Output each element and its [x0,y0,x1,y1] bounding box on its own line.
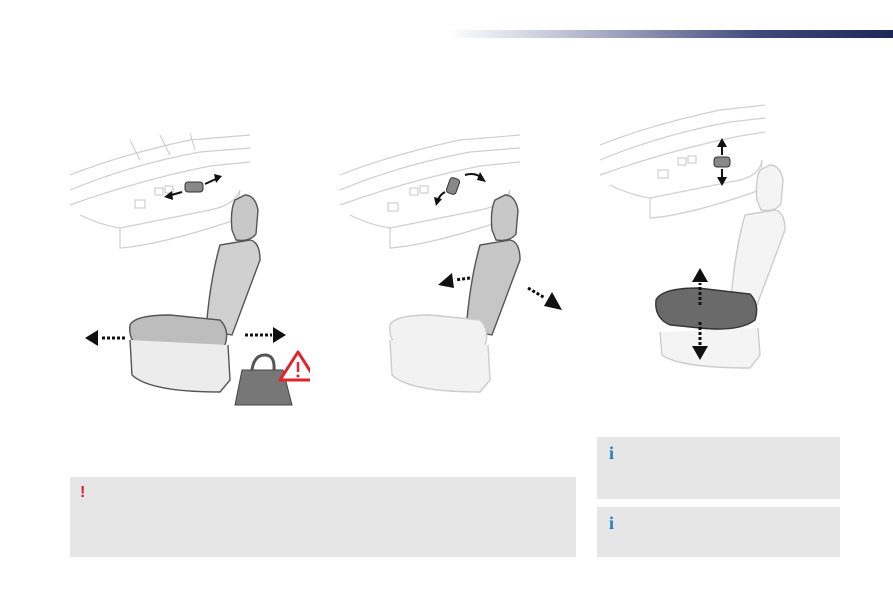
door-panel-sketch [599,104,766,219]
seat-drawing [655,164,786,369]
recline-arrows [438,273,562,310]
seatback-angle-adjustment-illustration [339,134,562,393]
warning-exclamation-icon: ! [80,484,86,501]
info-box: i [597,437,840,499]
warning-box: ! [70,477,576,557]
switch-vertical-arrows [713,138,731,186]
switch-arrows [164,174,222,200]
height-arrows [692,268,708,360]
door-panel-sketch [69,132,251,249]
info-icon: i [609,443,615,463]
slide-arrows [85,327,286,346]
switch-rotate-arrows [434,172,486,206]
info-box: i [597,507,840,557]
warning-triangle-icon [278,350,310,382]
bag-icon [234,353,293,406]
seat-height-adjustment-illustration [599,104,786,369]
seat-drawing [129,194,261,393]
header-accent-bar [448,30,893,38]
seat-drawing [389,194,521,393]
seat-longitudinal-adjustment-illustration [69,132,310,406]
info-icon: i [609,513,615,533]
